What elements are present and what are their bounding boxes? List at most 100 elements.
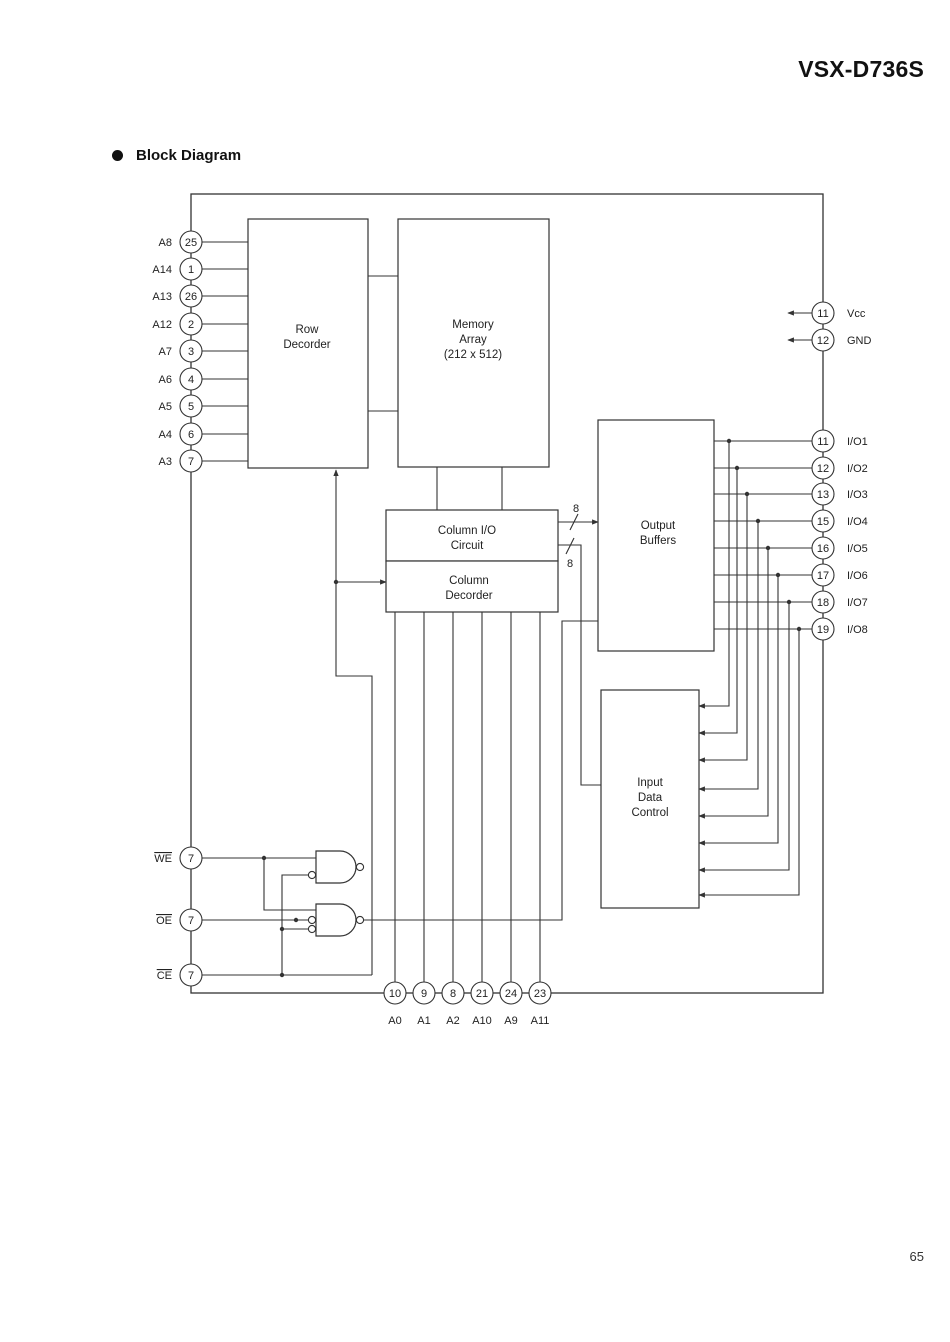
address-label-a4: A4 bbox=[159, 429, 172, 441]
row-decoder-label-line-2: Decorder bbox=[283, 339, 330, 351]
address-a0-pin-number: 10 bbox=[389, 988, 401, 1000]
input-data-control-label-line-3: Control bbox=[631, 807, 668, 819]
address-label-a8: A8 bbox=[159, 237, 172, 249]
address-a6-pin-number: 4 bbox=[188, 374, 194, 386]
power-vcc-pin bbox=[811, 301, 835, 325]
power-label-gnd: GND bbox=[847, 335, 872, 347]
bus-slash bbox=[565, 537, 575, 555]
section-title: Block Diagram bbox=[136, 147, 242, 164]
bus-width-label: 8 bbox=[573, 503, 579, 515]
io-5-pin-number: 16 bbox=[817, 543, 829, 555]
address-label-a6: A6 bbox=[159, 374, 172, 386]
power-label-vcc: Vcc bbox=[847, 308, 866, 320]
address-label-a5: A5 bbox=[159, 401, 172, 413]
row-decoder-block bbox=[247, 218, 369, 469]
address-a10-pin-number: 21 bbox=[476, 988, 488, 1000]
address-a14-pin bbox=[179, 257, 203, 281]
memory-array-block bbox=[397, 218, 550, 468]
io-input-return bbox=[698, 441, 730, 709]
address-a12-pin bbox=[179, 312, 203, 336]
address-a0-pin bbox=[383, 981, 407, 1005]
io-label-8: I/O8 bbox=[847, 624, 868, 636]
memory-array-label-line-2: Array bbox=[459, 334, 487, 346]
output-buffers-label-line-2: Buffers bbox=[640, 535, 676, 547]
power-vcc-pin-number: 11 bbox=[817, 308, 828, 320]
io-1-pin bbox=[811, 429, 835, 453]
address-a1-pin-number: 9 bbox=[421, 988, 427, 1000]
address-a9-pin bbox=[499, 981, 523, 1005]
address-label-a7: A7 bbox=[159, 346, 172, 358]
bus-width-label: 8 bbox=[567, 558, 573, 570]
address-a9-pin-number: 24 bbox=[505, 988, 517, 1000]
address-label-a9: A9 bbox=[504, 1015, 517, 1027]
io-3-pin bbox=[811, 482, 835, 506]
control-oe-pin-number: 7 bbox=[188, 915, 194, 927]
io-label-3: I/O3 bbox=[847, 489, 868, 501]
io-2-pin bbox=[811, 456, 835, 480]
bus-slash bbox=[569, 513, 579, 531]
address-a12-pin-number: 2 bbox=[188, 319, 194, 331]
column-decoder-label-line-2: Decorder bbox=[445, 590, 492, 602]
io-input-return bbox=[698, 548, 769, 819]
io-5-pin bbox=[811, 536, 835, 560]
address-label-a0: A0 bbox=[388, 1015, 401, 1027]
address-a11-pin-number: 23 bbox=[534, 988, 546, 1000]
address-a14-pin-number: 1 bbox=[188, 264, 194, 276]
io-label-1: I/O1 bbox=[847, 436, 868, 448]
we-gate-inverter-bubble bbox=[355, 862, 365, 872]
address-a6-pin bbox=[179, 367, 203, 391]
address-label-a2: A2 bbox=[446, 1015, 459, 1027]
address-label-a1: A1 bbox=[417, 1015, 430, 1027]
control-label-we: WE bbox=[154, 853, 172, 865]
power-gnd-pin bbox=[811, 328, 835, 352]
section-heading: Block Diagram bbox=[112, 147, 241, 164]
address-a8-pin-number: 25 bbox=[185, 237, 197, 249]
io-input-return bbox=[698, 468, 738, 736]
address-a3-pin bbox=[179, 449, 203, 473]
column-decoder-block bbox=[385, 560, 559, 613]
address-label-a10: A10 bbox=[472, 1015, 492, 1027]
io-2-pin-number: 12 bbox=[817, 463, 829, 475]
address-a8-pin bbox=[179, 230, 203, 254]
io-6-pin-number: 17 bbox=[817, 570, 829, 582]
io-input-return bbox=[698, 521, 759, 792]
address-label-a11: A11 bbox=[531, 1015, 550, 1027]
address-a2-pin-number: 8 bbox=[450, 988, 456, 1000]
address-a5-pin bbox=[179, 394, 203, 418]
control-ce-pin-number: 7 bbox=[188, 970, 194, 982]
memory-array-label-line-3: (212 x 512) bbox=[444, 349, 502, 361]
address-a3-pin-number: 7 bbox=[188, 456, 194, 468]
control-we-pin bbox=[179, 846, 203, 870]
page-number: 65 bbox=[909, 1249, 924, 1264]
address-label-a14: A14 bbox=[152, 264, 172, 276]
io-8-pin bbox=[811, 617, 835, 641]
io-3-pin-number: 13 bbox=[817, 489, 829, 501]
we-gate bbox=[315, 850, 357, 884]
io-6-pin bbox=[811, 563, 835, 587]
address-a2-pin bbox=[441, 981, 465, 1005]
wiring bbox=[190, 193, 824, 994]
output-buffers-block bbox=[597, 419, 715, 652]
junction-dot bbox=[293, 917, 299, 923]
row-decoder-label-line-1: Row bbox=[295, 324, 319, 336]
io-input-return bbox=[698, 602, 790, 873]
control-oe-pin bbox=[179, 908, 203, 932]
ce-to-we-gate bbox=[281, 874, 308, 929]
io-input-return bbox=[698, 575, 779, 846]
address-a4-pin-number: 6 bbox=[188, 429, 194, 441]
address-label-a12: A12 bbox=[152, 319, 172, 331]
output-buffers-label-line-1: Output bbox=[641, 520, 676, 532]
address-label-a3: A3 bbox=[159, 456, 172, 468]
input-to-column-io bbox=[558, 544, 601, 786]
io-4-pin-number: 15 bbox=[817, 516, 829, 528]
address-a13-pin bbox=[179, 284, 203, 308]
oe-gate-input-bubble bbox=[307, 924, 317, 934]
oe-gate-input-bubble bbox=[307, 915, 317, 925]
io-label-2: I/O2 bbox=[847, 463, 868, 475]
column-io-label-line-2: Circuit bbox=[451, 540, 484, 552]
model-title: VSX-D736S bbox=[798, 56, 924, 82]
input-data-control-block bbox=[600, 689, 700, 909]
